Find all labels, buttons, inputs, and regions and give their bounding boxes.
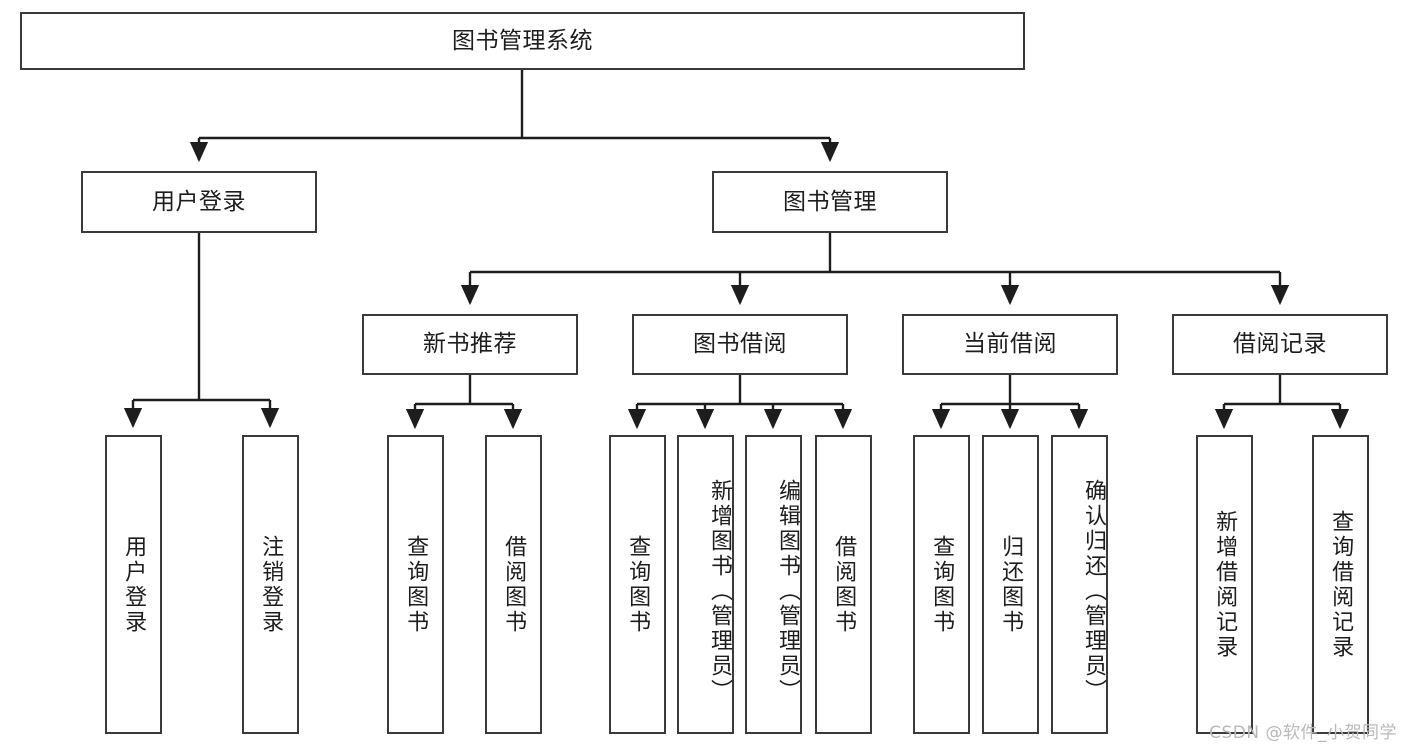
watermark-text: CSDN @软件_小贺同学 bbox=[1209, 723, 1397, 743]
node-leaf-user-login[interactable]: 用户登录 bbox=[105, 435, 162, 734]
node-leaf-borrow-book[interactable]: 借阅图书 bbox=[815, 435, 872, 734]
node-label: 借阅记录 bbox=[1233, 331, 1327, 358]
node-label: 确认归还（管理员） bbox=[1081, 479, 1106, 704]
node-leaf-logout[interactable]: 注销登录 bbox=[242, 435, 299, 734]
node-current-borrow[interactable]: 当前借阅 bbox=[902, 314, 1118, 375]
node-new-book-recommend[interactable]: 新书推荐 bbox=[362, 314, 578, 375]
node-leaf-return-book[interactable]: 归还图书 bbox=[982, 435, 1039, 734]
node-label: 借阅图书 bbox=[501, 534, 527, 635]
node-label: 新增图书（管理员） bbox=[707, 479, 732, 704]
node-label: 当前借阅 bbox=[963, 331, 1057, 358]
node-label: 新增借阅记录 bbox=[1212, 509, 1238, 660]
node-leaf-borrow-book-recommend[interactable]: 借阅图书 bbox=[485, 435, 542, 734]
node-label: 查询图书 bbox=[929, 534, 955, 635]
node-leaf-confirm-return-admin[interactable]: 确认归还（管理员） bbox=[1051, 435, 1108, 734]
node-leaf-query-book-borrow[interactable]: 查询图书 bbox=[609, 435, 666, 734]
node-label: 查询图书 bbox=[625, 534, 651, 635]
node-label: 编辑图书（管理员） bbox=[775, 479, 800, 704]
node-user-login[interactable]: 用户登录 bbox=[81, 171, 317, 233]
node-label: 归还图书 bbox=[998, 534, 1024, 635]
node-leaf-query-book-current[interactable]: 查询图书 bbox=[913, 435, 970, 734]
node-label: 注销登录 bbox=[258, 534, 284, 635]
node-book-borrow[interactable]: 图书借阅 bbox=[632, 314, 848, 375]
node-leaf-query-borrow-record[interactable]: 查询借阅记录 bbox=[1312, 435, 1369, 734]
node-book-management[interactable]: 图书管理 bbox=[712, 171, 948, 233]
node-label: 借阅图书 bbox=[831, 534, 857, 635]
node-label: 新书推荐 bbox=[423, 331, 517, 358]
node-label: 用户登录 bbox=[152, 188, 246, 215]
node-leaf-add-book-admin[interactable]: 新增图书（管理员） bbox=[677, 435, 734, 734]
node-root-book-management-system[interactable]: 图书管理系统 bbox=[20, 12, 1025, 70]
node-leaf-query-book-recommend[interactable]: 查询图书 bbox=[387, 435, 444, 734]
node-label: 图书管理系统 bbox=[452, 27, 593, 54]
node-label: 查询图书 bbox=[403, 534, 429, 635]
node-label: 用户登录 bbox=[121, 534, 147, 635]
node-label: 查询借阅记录 bbox=[1328, 509, 1354, 660]
node-label: 图书借阅 bbox=[693, 331, 787, 358]
node-borrow-record[interactable]: 借阅记录 bbox=[1172, 314, 1388, 375]
node-leaf-add-borrow-record[interactable]: 新增借阅记录 bbox=[1196, 435, 1253, 734]
node-leaf-edit-book-admin[interactable]: 编辑图书（管理员） bbox=[745, 435, 802, 734]
node-label: 图书管理 bbox=[783, 188, 877, 215]
